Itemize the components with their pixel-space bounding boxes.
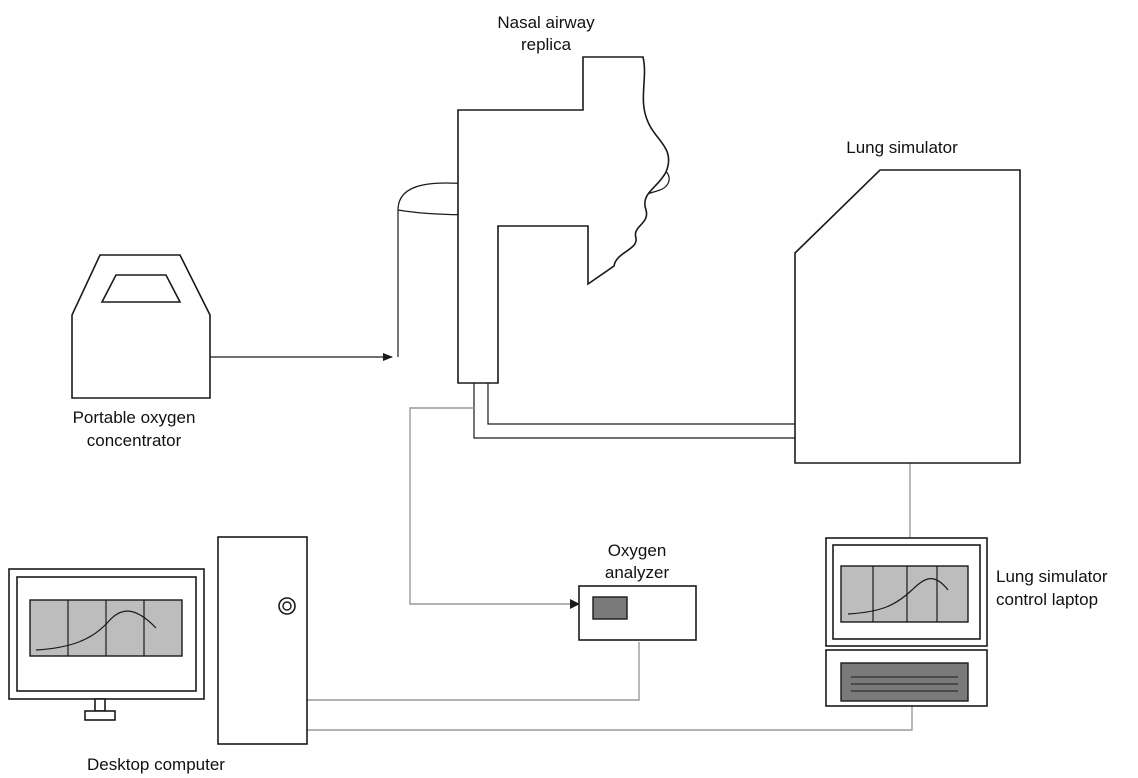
laptop-icon: [825, 537, 988, 707]
laptop-waveform: [847, 578, 949, 615]
sample-line-arrow: [570, 599, 580, 609]
computer-tower-icon: [217, 536, 308, 745]
laptop-desktop-cable: [307, 706, 913, 731]
nasal-airway-replica-icon: [457, 56, 670, 384]
analyzer-display: [592, 596, 628, 620]
oxygen-concentrator-label-line2: concentrator: [87, 431, 182, 450]
lung-simulator-label: Lung simulator: [846, 138, 958, 157]
lung-simulator-icon: [794, 169, 1021, 464]
oxygen-concentrator-label-line1: Portable oxygen: [73, 408, 196, 427]
oxygen-analyzer-label-line1: Oxygen: [608, 541, 667, 560]
monitor-waveform: [35, 610, 157, 651]
connections: [210, 166, 913, 731]
analyzer-desktop-cable: [307, 642, 640, 701]
monitor-icon: [8, 568, 205, 721]
airway-tube-outer: [473, 383, 795, 439]
laptop-keyboard: [840, 662, 969, 702]
laptop-label-line2: control laptop: [996, 590, 1098, 609]
airway-tube-inner: [487, 383, 795, 425]
sample-line: [409, 407, 578, 605]
laptop-label-line1: Lung simulator: [996, 567, 1108, 586]
nasal-airway-label-line1: Nasal airway: [497, 13, 595, 32]
oxygen-concentrator-icon: [71, 254, 211, 399]
oxygen-analyzer-icon: [578, 585, 697, 641]
nasal-airway-label-line2: replica: [521, 35, 572, 54]
oxygen-analyzer-label-line2: analyzer: [605, 563, 670, 582]
desktop-computer-label: Desktop computer: [87, 755, 225, 774]
